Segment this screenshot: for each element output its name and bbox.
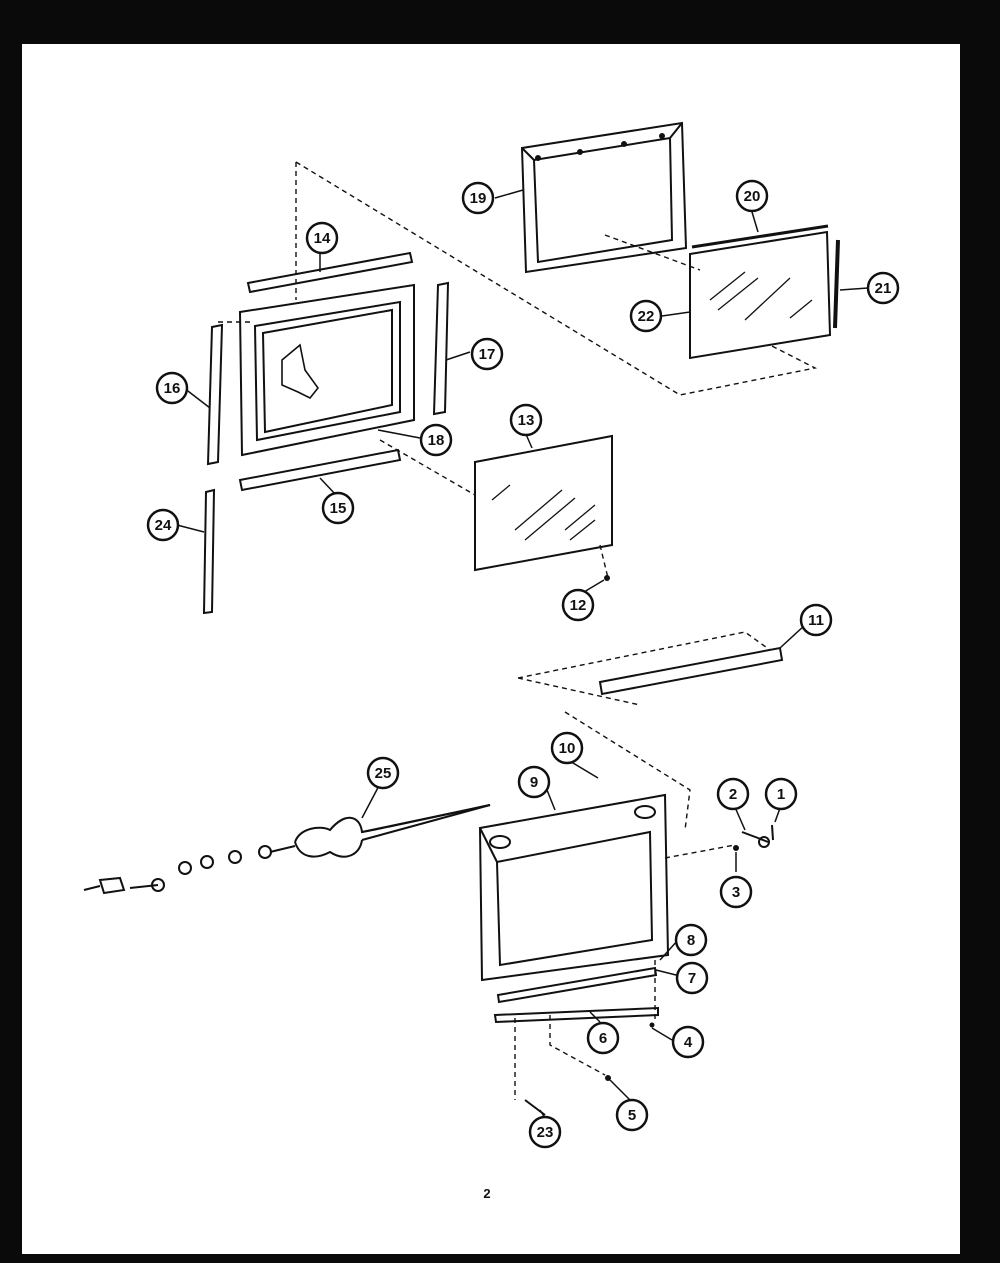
part-16-strip <box>206 323 224 466</box>
callout-number-20: 20 <box>744 188 761 205</box>
part-17-strip <box>432 281 450 416</box>
callout-circle-11 <box>799 603 833 637</box>
callout-number-9: 9 <box>530 774 538 791</box>
callout-number-13: 13 <box>518 412 535 429</box>
part-4-screw <box>649 1022 655 1028</box>
callout-circle-18 <box>419 423 453 457</box>
part-18-door-frame <box>238 283 415 457</box>
part-21-strip <box>833 239 840 329</box>
callout-circle-9 <box>517 765 551 799</box>
callout-number-22: 22 <box>638 308 655 325</box>
part-9-outer-door <box>478 793 670 982</box>
callout-number-8: 8 <box>687 932 695 949</box>
callout-number-23: 23 <box>537 1124 554 1141</box>
callout-number-24: 24 <box>155 517 172 534</box>
callout-circle-7 <box>675 961 709 995</box>
callout-number-18: 18 <box>428 432 445 449</box>
part-22-glass <box>689 230 832 360</box>
callout-number-5: 5 <box>628 1107 636 1124</box>
callout-circle-5 <box>615 1098 649 1132</box>
callout-circle-1 <box>764 777 798 811</box>
part-5-screw <box>605 1075 611 1081</box>
callout-circle-16 <box>155 371 189 405</box>
callout-number-7: 7 <box>688 970 696 987</box>
callout-circle-23 <box>528 1115 562 1149</box>
callout-circle-12 <box>561 588 595 622</box>
callout-circle-25 <box>366 756 400 790</box>
callout-number-16: 16 <box>164 380 181 397</box>
callout-circle-17 <box>470 337 504 371</box>
part-19-frame <box>520 121 688 274</box>
callout-number-6: 6 <box>599 1030 607 1047</box>
part-14-rail <box>246 251 414 294</box>
callout-number-12: 12 <box>570 597 587 614</box>
callout-number-1: 1 <box>777 786 785 803</box>
part-24-strip <box>202 488 216 615</box>
part-15-rail <box>238 448 402 492</box>
callout-circle-8 <box>674 923 708 957</box>
callout-circle-15 <box>321 491 355 525</box>
callout-number-11: 11 <box>808 612 824 629</box>
callout-circle-13 <box>509 403 543 437</box>
callout-leaders <box>176 189 869 1119</box>
callout-number-19: 19 <box>470 190 487 207</box>
callout-circle-20 <box>735 179 769 213</box>
callout-number-14: 14 <box>314 230 331 247</box>
part-6-bar <box>493 1006 659 1024</box>
part-13-glass <box>474 434 613 572</box>
part-2-latch <box>741 831 770 848</box>
callout-number-10: 10 <box>559 740 576 757</box>
callout-circle-10 <box>550 731 584 765</box>
callout-circle-21 <box>866 271 900 305</box>
part-1-pin <box>771 824 774 841</box>
callout-circle-3 <box>719 875 753 909</box>
callout-circle-14 <box>305 221 339 255</box>
callout-circle-4 <box>671 1025 705 1059</box>
callout-circle-22 <box>629 299 663 333</box>
callout-number-3: 3 <box>732 884 740 901</box>
callout-number-17: 17 <box>479 346 496 363</box>
callout-number-25: 25 <box>375 765 392 782</box>
page-number: 2 <box>483 1186 490 1201</box>
callout-number-4: 4 <box>684 1034 693 1051</box>
callout-number-15: 15 <box>330 500 347 517</box>
diagram-sheet <box>22 44 960 1254</box>
callout-circle-2 <box>716 777 750 811</box>
callout-circle-24 <box>146 508 180 542</box>
part-3-washer <box>733 845 739 851</box>
part-20-strip <box>691 224 829 249</box>
callout-circle-6 <box>586 1021 620 1055</box>
part-25-probe <box>83 804 491 895</box>
part-12-screw <box>604 575 610 581</box>
part-7-strip <box>496 966 658 1004</box>
assembly-guide-lines <box>218 161 818 1100</box>
callout-number-21: 21 <box>875 280 892 297</box>
callout-number-2: 2 <box>729 786 737 803</box>
callout-circle-19 <box>461 181 495 215</box>
part-11-bar <box>598 646 784 696</box>
